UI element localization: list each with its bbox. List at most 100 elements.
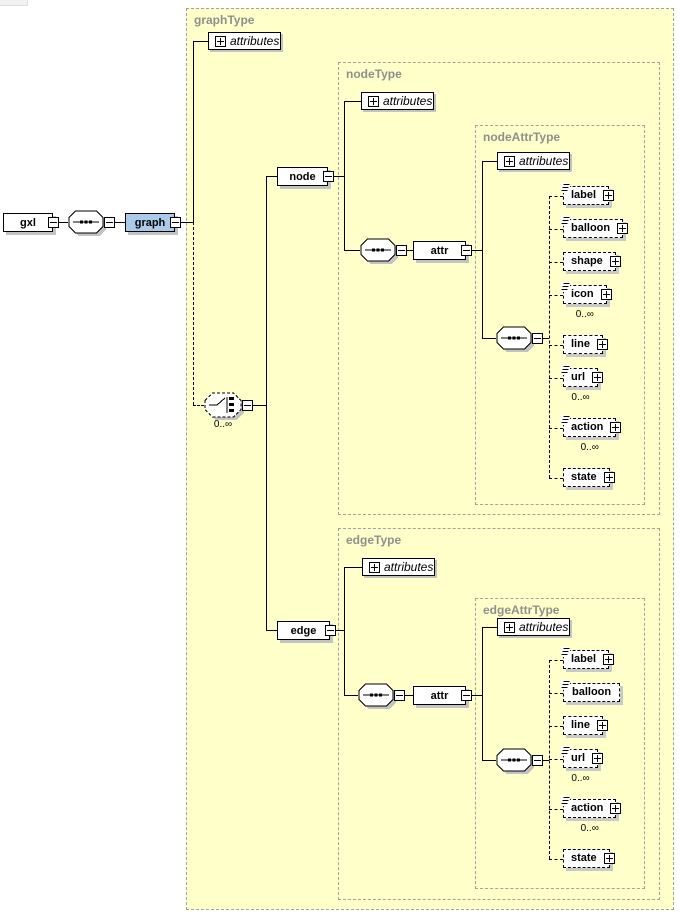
attributes-box-edgeattrtype[interactable]: attributes xyxy=(497,618,570,636)
element-node[interactable]: node xyxy=(277,167,328,186)
expand-icon[interactable] xyxy=(603,472,615,483)
attributes-box-nodetype[interactable]: attributes xyxy=(361,92,434,110)
region-title-edgeattrtype: edgeAttrType xyxy=(483,603,560,617)
element-edge-url[interactable]: url 0..∞ xyxy=(561,746,604,784)
collapse-icon[interactable] xyxy=(104,217,115,228)
expand-icon[interactable] xyxy=(610,803,622,814)
expand-icon[interactable] xyxy=(369,561,380,573)
element-label-text: shape xyxy=(571,255,603,267)
expand-icon[interactable] xyxy=(610,422,622,433)
expand-icon[interactable] xyxy=(600,289,612,300)
connector xyxy=(482,627,483,761)
connector xyxy=(405,695,413,696)
collapse-icon[interactable] xyxy=(242,400,253,411)
collapse-icon[interactable] xyxy=(323,171,334,182)
element-edge-action[interactable]: action 0..∞ xyxy=(561,796,622,834)
element-edge-label-child[interactable]: label xyxy=(561,647,615,669)
connector xyxy=(549,262,563,263)
mixed-content-icon xyxy=(561,745,570,756)
connector xyxy=(344,101,345,251)
element-node-icon[interactable]: icon 0..∞ xyxy=(561,282,612,320)
connector xyxy=(549,859,563,860)
mixed-content-icon xyxy=(561,414,570,425)
expand-icon[interactable] xyxy=(504,155,515,167)
element-label-text: url xyxy=(571,752,586,764)
expand-icon[interactable] xyxy=(603,853,615,864)
collapse-icon[interactable] xyxy=(325,625,336,636)
element-edge-balloon[interactable]: balloon xyxy=(561,680,621,702)
connector xyxy=(549,809,563,810)
choice-compositor[interactable] xyxy=(204,392,249,428)
connector xyxy=(482,760,496,761)
attributes-box-edgetype[interactable]: attributes xyxy=(362,558,435,576)
collapse-icon[interactable] xyxy=(532,755,543,766)
element-node-label: node xyxy=(289,171,316,183)
expand-icon[interactable] xyxy=(215,35,226,47)
element-node-line[interactable]: line xyxy=(563,335,608,354)
collapse-icon[interactable] xyxy=(48,217,59,228)
element-node-action[interactable]: action 0..∞ xyxy=(561,415,622,453)
element-label-text: state xyxy=(571,852,597,864)
element-edge-line[interactable]: line xyxy=(563,716,608,735)
sequence-compositor-edgeattrtype[interactable] xyxy=(496,748,537,781)
collapse-icon[interactable] xyxy=(394,690,405,701)
connector xyxy=(549,196,550,478)
connector xyxy=(181,222,193,223)
expand-icon[interactable] xyxy=(592,372,604,383)
mixed-content-icon xyxy=(561,215,570,226)
attributes-box-nodeattrtype[interactable]: attributes xyxy=(497,152,570,170)
element-graph[interactable]: graph xyxy=(125,213,175,232)
sequence-compositor-edgetype[interactable] xyxy=(358,683,399,716)
collapse-icon[interactable] xyxy=(461,245,472,256)
expand-icon[interactable] xyxy=(592,753,604,764)
element-gxl[interactable]: gxl xyxy=(3,213,53,232)
element-edge-state[interactable]: state xyxy=(563,849,615,868)
connector xyxy=(193,222,194,405)
connector xyxy=(549,196,563,197)
expand-icon[interactable] xyxy=(603,654,615,665)
sequence-icon xyxy=(496,326,534,352)
element-node-state[interactable]: state xyxy=(563,468,615,487)
connector xyxy=(193,41,208,42)
connector xyxy=(482,627,497,628)
connector xyxy=(336,630,344,631)
element-attr-edge[interactable]: attr xyxy=(413,686,466,705)
region-edgeattrtype: edgeAttrType xyxy=(475,598,645,889)
connector xyxy=(543,760,549,761)
element-node-url[interactable]: url 0..∞ xyxy=(561,365,604,403)
expand-icon[interactable] xyxy=(368,95,379,107)
expand-icon[interactable] xyxy=(617,223,629,234)
connector xyxy=(344,250,360,251)
collapse-icon[interactable] xyxy=(170,217,181,228)
connector xyxy=(472,250,482,251)
collapse-icon[interactable] xyxy=(396,245,407,256)
element-graph-label: graph xyxy=(134,217,166,229)
connector xyxy=(253,405,266,406)
expand-icon[interactable] xyxy=(596,339,608,350)
connector xyxy=(266,176,277,177)
occurs-label: 0..∞ xyxy=(580,442,599,453)
expand-icon[interactable] xyxy=(603,190,615,201)
sequence-compositor-nodeattrtype[interactable] xyxy=(496,326,537,359)
connector xyxy=(549,428,563,429)
sequence-compositor-root[interactable] xyxy=(68,210,109,243)
connector xyxy=(549,693,563,694)
connector xyxy=(482,338,496,339)
connector xyxy=(549,295,563,296)
element-edge[interactable]: edge xyxy=(277,621,330,640)
connector xyxy=(549,726,563,727)
attributes-box-graphtype[interactable]: attributes xyxy=(208,32,281,50)
region-title-nodeattrtype: nodeAttrType xyxy=(483,130,561,144)
expand-icon[interactable] xyxy=(609,256,621,267)
expand-icon[interactable] xyxy=(504,621,515,633)
collapse-icon[interactable] xyxy=(461,690,472,701)
element-node-balloon[interactable]: balloon xyxy=(561,216,629,238)
collapse-icon[interactable] xyxy=(532,333,543,344)
expand-icon[interactable] xyxy=(596,720,608,731)
sequence-compositor-nodetype[interactable] xyxy=(360,238,401,271)
element-node-label-child[interactable]: label xyxy=(561,183,615,205)
element-attr-node[interactable]: attr xyxy=(413,241,466,260)
connector xyxy=(472,695,482,696)
element-node-shape[interactable]: shape xyxy=(563,252,621,271)
element-label-text: line xyxy=(571,719,590,731)
